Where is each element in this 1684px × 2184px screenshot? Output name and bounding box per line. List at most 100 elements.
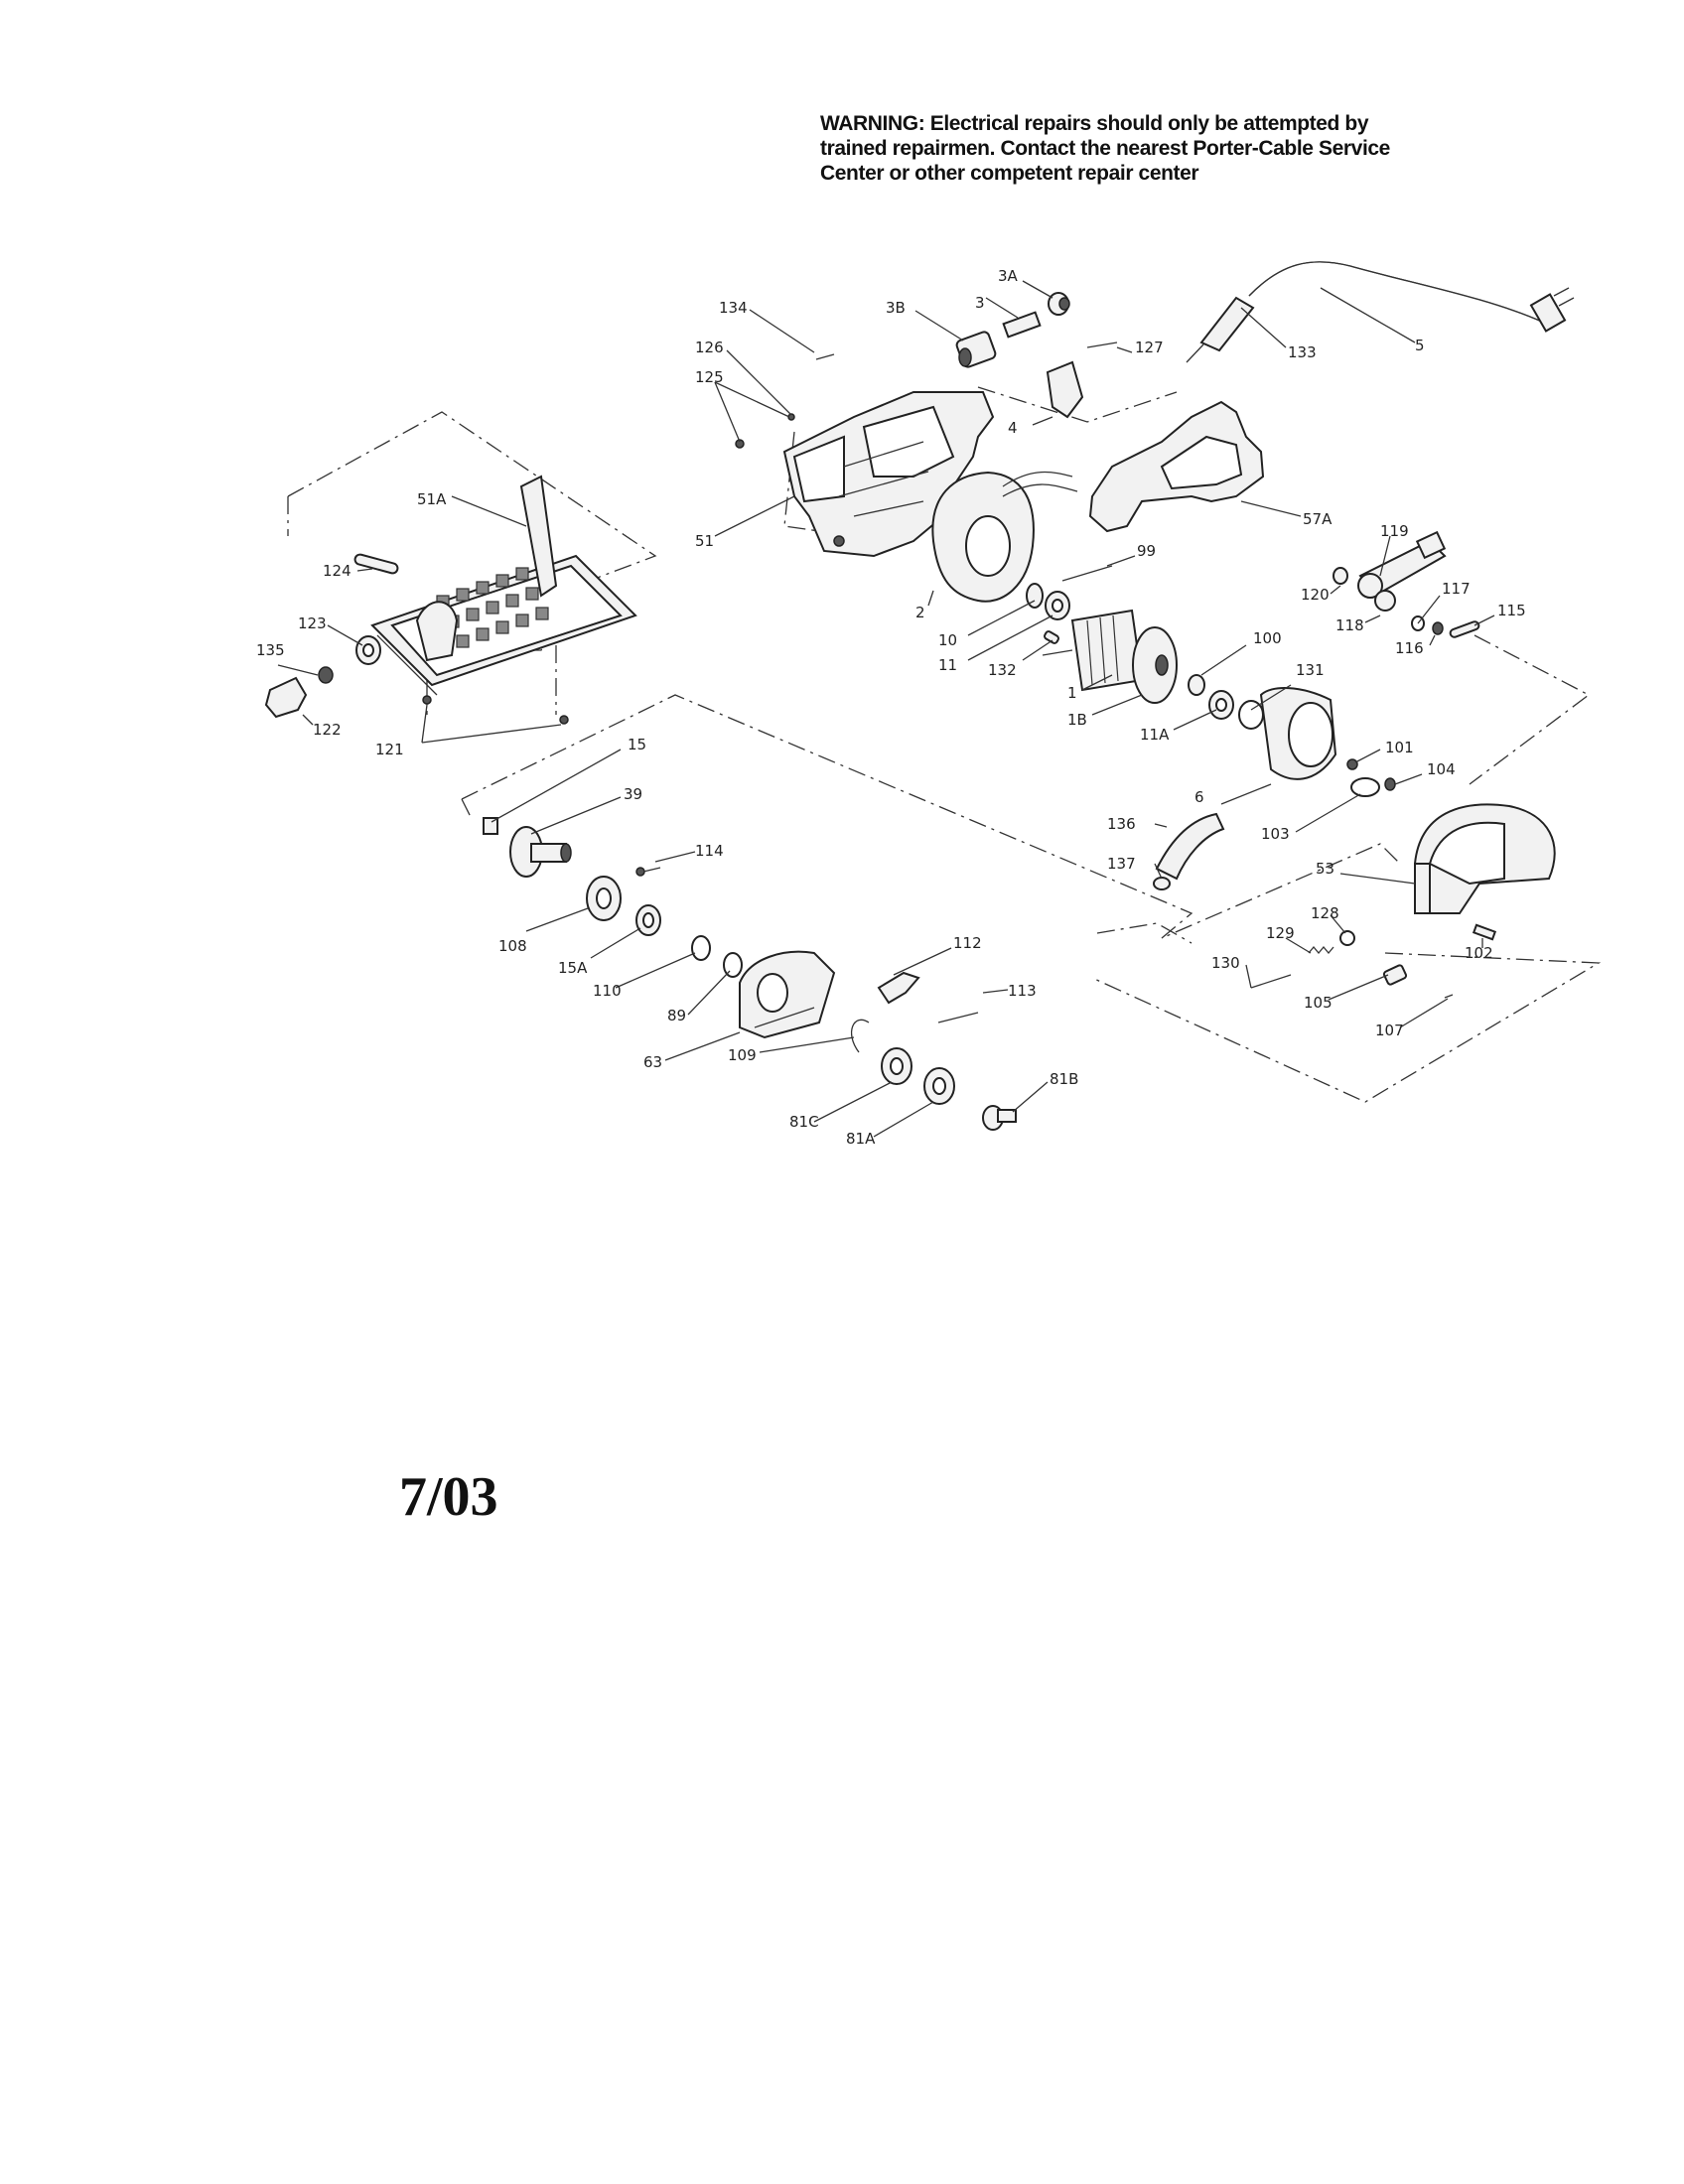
flange-81c	[881, 1047, 912, 1085]
armature-1	[1042, 609, 1178, 704]
trigger-boundary	[1469, 634, 1591, 785]
field-coil-2	[931, 471, 1078, 603]
spring-129	[1308, 945, 1334, 955]
bearing-15a	[635, 904, 661, 936]
flange-81a	[923, 1067, 955, 1105]
warning-line-2: trained repairmen. Contact the nearest P…	[820, 137, 1390, 160]
label-102: 102	[1465, 944, 1493, 962]
fan-baffle-6	[1259, 687, 1337, 780]
switch-119	[1357, 530, 1447, 599]
washer-100	[1188, 674, 1205, 696]
label-57a: 57A	[1303, 510, 1333, 528]
label-15: 15	[628, 736, 646, 753]
screw-134	[815, 353, 835, 360]
label-39: 39	[624, 785, 642, 803]
label-107: 107	[1375, 1022, 1404, 1039]
label-121: 121	[375, 741, 404, 758]
washer-128	[1339, 930, 1355, 946]
pin-124	[353, 553, 399, 575]
screw-121-a	[422, 695, 432, 705]
label-5: 5	[1415, 337, 1425, 354]
ring-110	[691, 935, 711, 961]
label-118: 118	[1335, 616, 1364, 634]
label-3: 3	[975, 294, 985, 312]
label-11: 11	[938, 656, 957, 674]
gear-boundary-upper	[461, 694, 1401, 939]
washer-116	[1432, 621, 1444, 635]
spring-120	[1333, 567, 1348, 585]
gear-boundary-left	[461, 798, 473, 820]
label-131: 131	[1296, 661, 1325, 679]
label-136: 136	[1107, 815, 1136, 833]
label-133: 133	[1288, 343, 1317, 361]
label-63: 63	[643, 1053, 662, 1071]
bearing-11a	[1208, 690, 1234, 720]
guard-boundary	[1096, 922, 1193, 944]
bearing-11	[1045, 591, 1070, 620]
label-103: 103	[1261, 825, 1290, 843]
leader-lines	[277, 280, 1495, 1138]
label-51a: 51A	[417, 490, 447, 508]
label-104: 104	[1427, 760, 1456, 778]
hose-136	[1155, 812, 1225, 881]
label-114: 114	[695, 842, 724, 860]
lever-103	[1350, 777, 1380, 797]
label-113: 113	[1008, 982, 1037, 1000]
sleeve-137	[1153, 877, 1171, 890]
label-4: 4	[1008, 419, 1018, 437]
knob-122	[264, 676, 308, 719]
washer-123	[355, 635, 381, 665]
label-127: 127	[1135, 339, 1164, 356]
label-115: 115	[1497, 602, 1526, 619]
brush-holder-3b	[955, 331, 997, 368]
label-120: 120	[1301, 586, 1330, 604]
label-129: 129	[1266, 924, 1295, 942]
label-81b: 81B	[1050, 1070, 1078, 1088]
label-53: 53	[1316, 860, 1334, 878]
warning-line-3: Center or other competent repair center	[820, 162, 1199, 185]
label-51: 51	[695, 532, 714, 550]
screw-113	[937, 1012, 979, 1024]
screw-121-b	[559, 715, 569, 725]
bolt-130	[1250, 974, 1292, 989]
label-6: 6	[1194, 788, 1204, 806]
label-15a: 15A	[558, 959, 588, 977]
label-10: 10	[938, 631, 957, 649]
part-number-labels: 3A 3 3B 134 126 125 127 133 5 4 57A 51A …	[256, 267, 1526, 1148]
pin-115	[1449, 620, 1480, 638]
label-81c: 81C	[789, 1113, 819, 1131]
washer-10	[1026, 583, 1044, 609]
label-116: 116	[1395, 639, 1424, 657]
clip-102	[1472, 923, 1497, 941]
label-132: 132	[988, 661, 1017, 679]
bushing-105	[1382, 964, 1408, 986]
label-109: 109	[728, 1046, 757, 1064]
label-108: 108	[498, 937, 527, 955]
lever-118	[1374, 590, 1396, 612]
label-119: 119	[1380, 522, 1409, 540]
label-89: 89	[667, 1007, 686, 1024]
label-3a: 3A	[998, 267, 1019, 285]
pin-15	[483, 817, 498, 835]
label-125: 125	[695, 368, 724, 386]
base-shoe-51a	[370, 475, 637, 696]
label-134: 134	[719, 299, 748, 317]
label-128: 128	[1311, 904, 1339, 922]
warning-notice: WARNING: Electrical repairs should only …	[820, 111, 1475, 186]
lower-guard-boundary	[1091, 952, 1602, 1103]
screw-114	[635, 867, 661, 877]
label-130: 130	[1211, 954, 1240, 972]
label-1b: 1B	[1067, 711, 1087, 729]
ring-89	[723, 952, 743, 978]
spring-104	[1384, 777, 1396, 791]
brush-3	[1002, 311, 1042, 339]
brush-cap-3a	[1048, 292, 1070, 316]
label-81a: 81A	[846, 1130, 876, 1148]
screw-107	[1444, 994, 1454, 999]
label-123: 123	[298, 614, 327, 632]
upper-guard-53	[1413, 803, 1556, 914]
label-2: 2	[915, 604, 925, 621]
nut-135	[318, 666, 334, 684]
key-132	[1044, 630, 1059, 644]
